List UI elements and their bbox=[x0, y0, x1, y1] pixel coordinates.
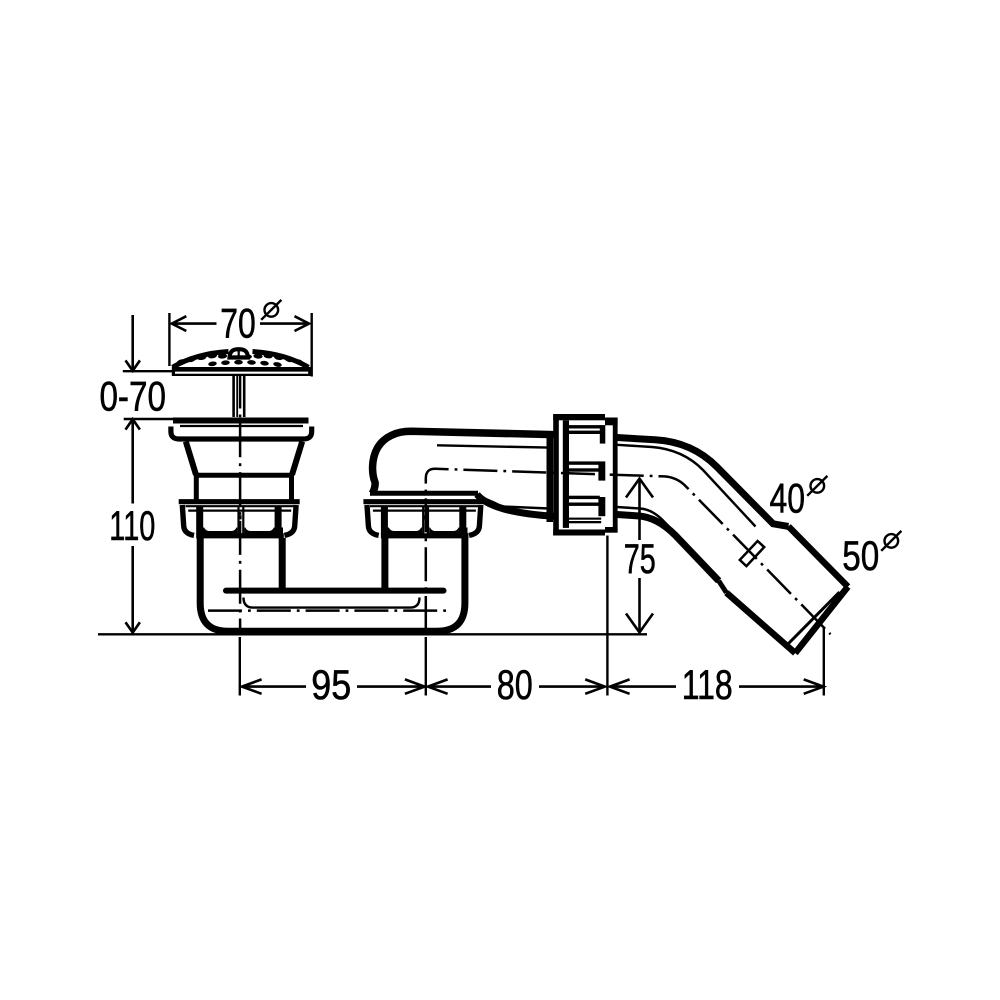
svg-text:40: 40 bbox=[770, 474, 806, 521]
svg-text:50: 50 bbox=[842, 532, 879, 579]
svg-text:110: 110 bbox=[109, 502, 155, 549]
svg-text:70: 70 bbox=[220, 299, 256, 346]
svg-text:118: 118 bbox=[682, 661, 733, 708]
svg-text:80: 80 bbox=[497, 661, 533, 708]
svg-text:0-70: 0-70 bbox=[99, 372, 166, 419]
svg-text:75: 75 bbox=[624, 535, 656, 582]
svg-text:95: 95 bbox=[311, 661, 351, 708]
